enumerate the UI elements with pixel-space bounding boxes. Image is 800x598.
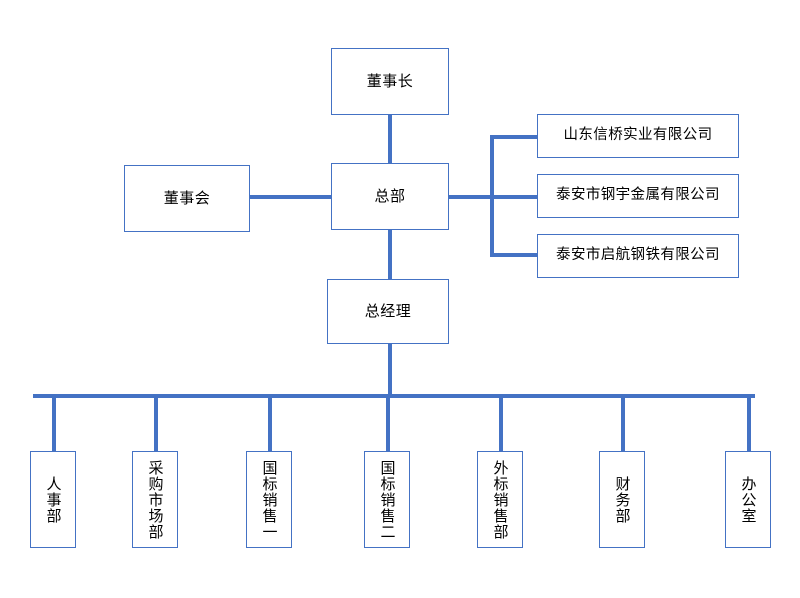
node-headquarters[interactable]: 总部	[331, 163, 449, 230]
node-subsidiary-1-label: 山东信桥实业有限公司	[563, 127, 713, 144]
node-department-1-label: 人事部	[44, 475, 63, 524]
node-department-2-label: 采购市场部	[146, 459, 165, 540]
node-department-3-label: 国标销售一	[260, 459, 279, 540]
node-subsidiary-1[interactable]: 山东信桥实业有限公司	[537, 114, 739, 158]
connector-bus-to-department-1	[52, 394, 56, 451]
node-subsidiary-2[interactable]: 泰安市钢宇金属有限公司	[537, 174, 739, 218]
node-board-of-directors-label: 董事会	[163, 188, 211, 207]
connector-bus-to-department-4	[386, 394, 390, 451]
node-department-7-label: 办公室	[739, 475, 758, 524]
node-subsidiary-3-label: 泰安市启航钢铁有限公司	[556, 247, 720, 264]
node-department-2[interactable]: 采购市场部	[132, 451, 178, 548]
connector-chairman-to-headquarters	[388, 115, 392, 165]
node-department-6-label: 财务部	[613, 475, 632, 524]
node-subsidiary-2-label: 泰安市钢宇金属有限公司	[556, 187, 720, 204]
connector-headquarters-to-general-manager	[388, 229, 392, 279]
connector-bus-to-department-6	[621, 394, 625, 451]
node-department-5[interactable]: 外标销售部	[477, 451, 523, 548]
connector-trunk-to-subsidiary-2	[490, 195, 537, 199]
node-headquarters-label: 总部	[374, 186, 406, 205]
node-department-1[interactable]: 人事部	[30, 451, 76, 548]
node-board-of-directors[interactable]: 董事会	[124, 165, 250, 232]
node-department-5-label: 外标销售部	[491, 459, 510, 540]
node-department-6[interactable]: 财务部	[599, 451, 645, 548]
node-department-4-label: 国标销售二	[378, 459, 397, 540]
connector-trunk-to-subsidiary-3	[490, 253, 537, 257]
connector-bus-to-department-7	[747, 394, 751, 451]
node-chairman-label: 董事长	[366, 71, 414, 90]
connector-headquarters-to-subsidiary-trunk	[449, 195, 494, 199]
node-department-7[interactable]: 办公室	[725, 451, 771, 548]
connector-general-manager-to-bus	[388, 343, 392, 398]
connector-department-bus	[33, 394, 755, 398]
node-chairman[interactable]: 董事长	[331, 48, 449, 115]
node-general-manager-label: 总经理	[364, 301, 412, 320]
node-general-manager[interactable]: 总经理	[327, 279, 449, 344]
connector-trunk-to-subsidiary-1	[490, 135, 537, 139]
node-subsidiary-3[interactable]: 泰安市启航钢铁有限公司	[537, 234, 739, 278]
node-department-3[interactable]: 国标销售一	[246, 451, 292, 548]
node-department-4[interactable]: 国标销售二	[364, 451, 410, 548]
connector-board-to-headquarters	[250, 195, 331, 199]
connector-bus-to-department-3	[268, 394, 272, 451]
connector-bus-to-department-2	[154, 394, 158, 451]
connector-bus-to-department-5	[499, 394, 503, 451]
